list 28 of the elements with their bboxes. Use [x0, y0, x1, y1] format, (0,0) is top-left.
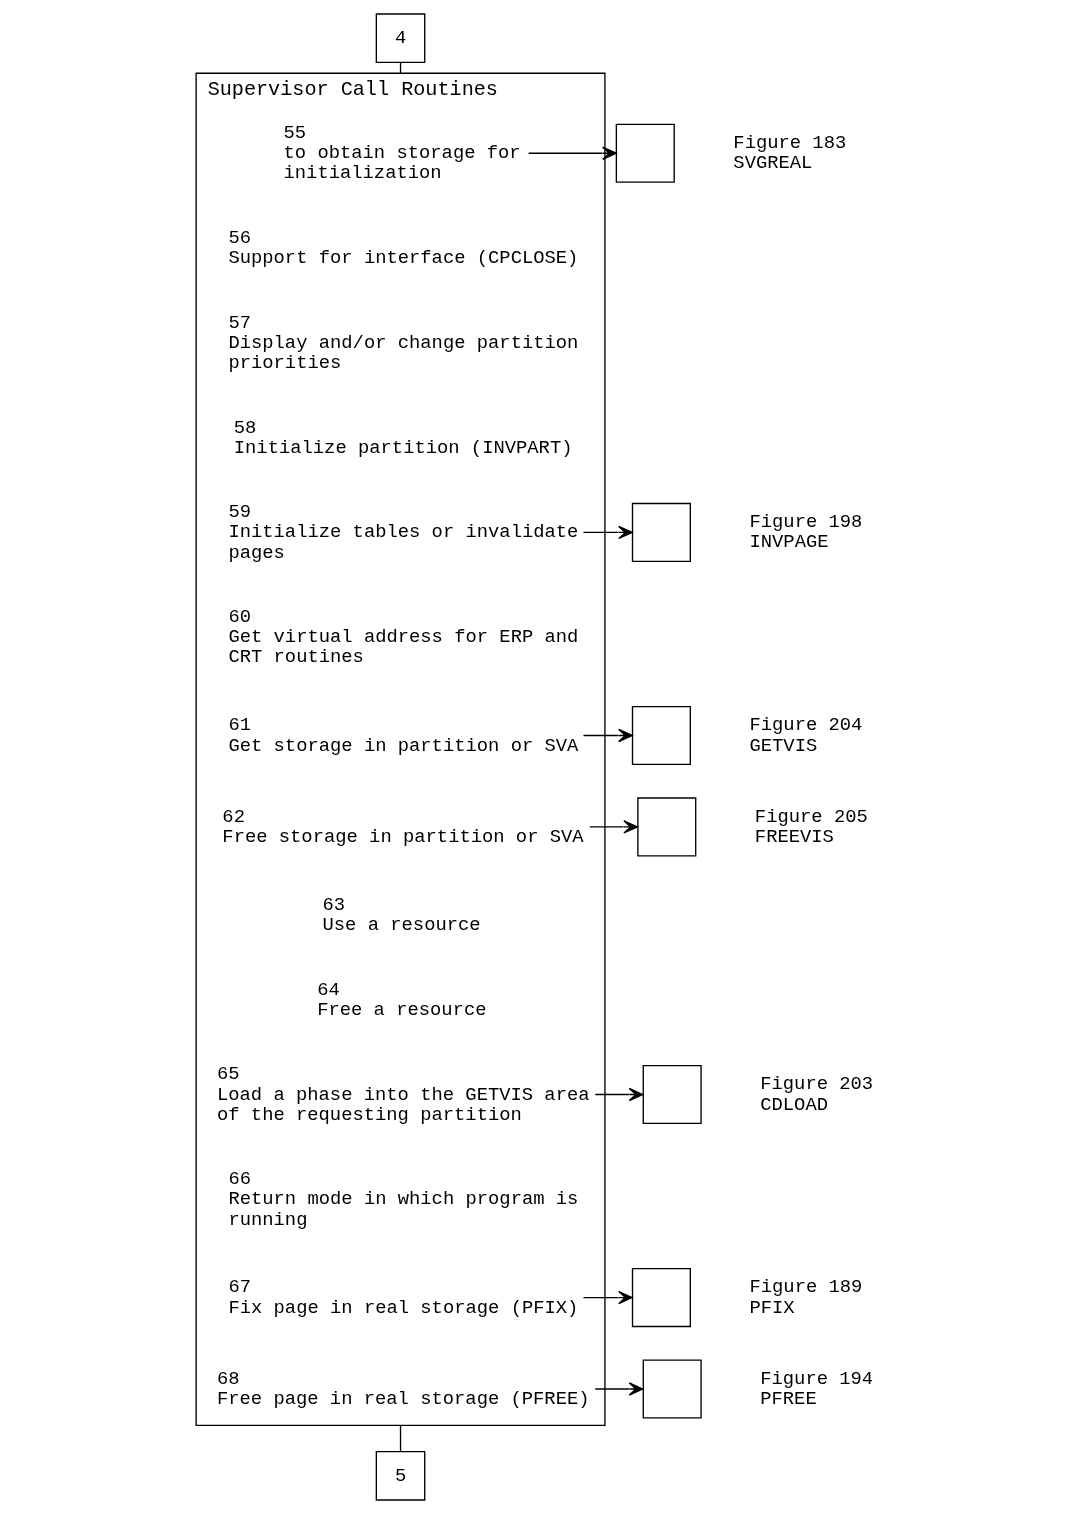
node-label: PFREE — [759, 1388, 817, 1411]
node-text: 62 Free storage in partition or SVA — [221, 805, 584, 848]
node-label: Figure 205 — [754, 805, 868, 828]
node-label: Figure 203 — [759, 1073, 873, 1096]
node-label: FREEVIS — [754, 825, 834, 848]
node-label: INVPAGE — [748, 531, 829, 554]
node-label: PFIX — [748, 1296, 795, 1319]
node-text: 57 Display and/or change partition priorities — [227, 311, 578, 374]
node-label: Figure 198 — [748, 511, 862, 534]
node-text: 58 Initialize partition (INVPART) — [233, 416, 572, 459]
node-text: 56 Support for interface (CPCLOSE) — [227, 226, 578, 270]
node-text: 59 Initialize tables or invalidate pages — [227, 501, 578, 564]
node-label: GETVIS — [748, 734, 817, 757]
node-text: 66 Return mode in which program is running — [227, 1168, 578, 1231]
node-label: Figure 183 — [732, 132, 846, 155]
node-label: SVGREAL — [732, 152, 812, 175]
node-text: 61 Get storage in partition or SVA — [227, 714, 578, 757]
node-label: Figure 189 — [748, 1276, 862, 1299]
node-label: Figure 204 — [748, 714, 862, 737]
node-label: Figure 194 — [759, 1367, 873, 1390]
node-text: 63 Use a resource — [322, 893, 481, 937]
node-text: 65 Load a phase into the GETVIS area of the requesting partition — [216, 1063, 590, 1126]
node-text: 64 Free a resource — [316, 978, 487, 1021]
node-text: 60 Get virtual address for ERP and CRT routines — [227, 606, 578, 669]
node-text: 68 Free page in real storage (PFREE) — [216, 1367, 590, 1411]
node-label: CDLOAD — [759, 1093, 828, 1116]
node-text: 67 Fix page in real storage (PFIX) — [227, 1276, 578, 1319]
node-text: 55 to obtain storage for initialization — [283, 122, 521, 185]
